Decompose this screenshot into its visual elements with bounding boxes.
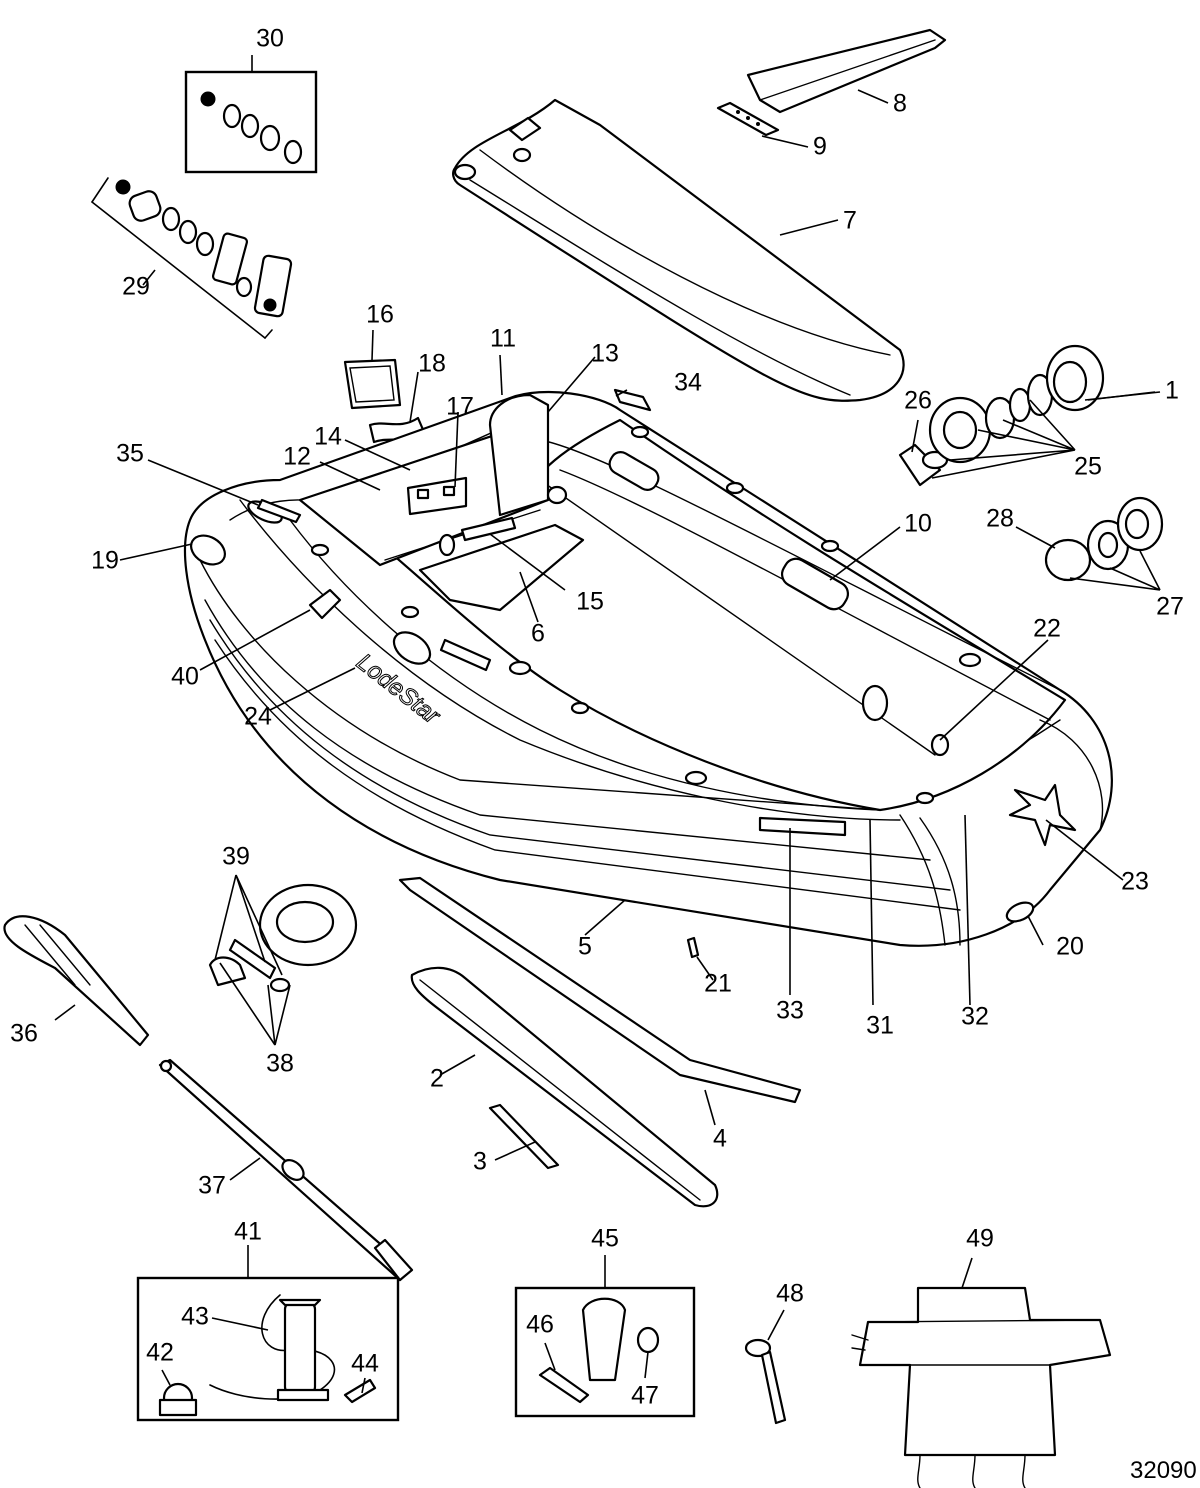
callout-11: 11	[490, 325, 516, 353]
oar-shaft-37	[158, 1058, 414, 1282]
tag-34	[613, 388, 652, 412]
callout-18: 18	[418, 350, 446, 378]
callout-36: 36	[10, 1020, 38, 1048]
callout-8: 8	[893, 90, 907, 118]
oarlock-38-39	[208, 883, 358, 993]
repair-kit-box	[514, 1255, 696, 1418]
callout-23: 23	[1121, 868, 1149, 896]
callout-1: 1	[1165, 377, 1179, 405]
strip-9	[716, 101, 780, 137]
callout-20: 20	[1056, 933, 1084, 961]
callout-28: 28	[986, 505, 1014, 533]
plate-8	[746, 28, 947, 114]
callout-40: 40	[171, 663, 199, 691]
callout-39: 39	[222, 843, 250, 871]
callout-22: 22	[1033, 615, 1061, 643]
callout-49: 49	[966, 1225, 994, 1253]
callout-37: 37	[198, 1172, 226, 1200]
pin-48	[744, 1338, 787, 1425]
callout-labels: 1 2 3 4 5 6 7 8 9 10 11 12 13 14 15 16 1…	[10, 25, 1184, 1410]
callout-45: 45	[591, 1225, 619, 1253]
callout-15: 15	[576, 588, 604, 616]
valve-assembly-25	[898, 344, 1105, 487]
callout-43: 43	[181, 1303, 209, 1331]
callout-27: 27	[1156, 593, 1184, 621]
callout-44: 44	[351, 1350, 379, 1378]
inflatable-boat-hull: LodeStar	[183, 390, 1113, 959]
callout-31: 31	[866, 1012, 894, 1040]
rubstrake-5	[398, 876, 802, 1104]
callout-34: 34	[674, 369, 702, 397]
callout-35: 35	[116, 440, 144, 468]
keel-2	[410, 966, 719, 1208]
callout-2: 2	[430, 1065, 444, 1093]
callout-19: 19	[91, 547, 119, 575]
callout-42: 42	[146, 1339, 174, 1367]
callout-12: 12	[283, 443, 311, 471]
callout-47: 47	[631, 1382, 659, 1410]
callout-48: 48	[776, 1280, 804, 1308]
callout-26: 26	[904, 387, 932, 415]
valve-kit-box	[184, 55, 318, 174]
callout-30: 30	[256, 25, 284, 53]
callout-17: 17	[446, 393, 474, 421]
callout-13: 13	[591, 340, 619, 368]
callout-9: 9	[813, 133, 827, 161]
oar-blade-36	[3, 915, 150, 1047]
callout-46: 46	[526, 1311, 554, 1339]
valve-assembly-29	[91, 177, 293, 339]
callout-25: 25	[1074, 453, 1102, 481]
callout-32: 32	[961, 1003, 989, 1031]
pump-kit-box	[136, 1245, 400, 1422]
seat-board-7	[452, 98, 905, 402]
callout-16: 16	[366, 301, 394, 329]
callout-38: 38	[266, 1050, 294, 1078]
callout-10: 10	[904, 510, 932, 538]
patch-16	[343, 358, 402, 410]
valve-assembly-27	[1044, 496, 1164, 582]
callout-3: 3	[473, 1148, 487, 1176]
callout-7: 7	[843, 207, 857, 235]
document-number: 32090	[1130, 1457, 1197, 1484]
callout-4: 4	[713, 1125, 727, 1153]
callout-21: 21	[704, 970, 732, 998]
callout-5: 5	[578, 933, 592, 961]
callout-6: 6	[531, 620, 545, 648]
callout-41: 41	[234, 1218, 262, 1246]
callout-33: 33	[776, 997, 804, 1025]
cover-49	[851, 1286, 1112, 1488]
callout-24: 24	[244, 703, 272, 731]
callout-14: 14	[314, 423, 342, 451]
leader-lines	[54, 89, 1161, 1394]
callout-29: 29	[122, 273, 150, 301]
patch-3	[488, 1103, 560, 1170]
